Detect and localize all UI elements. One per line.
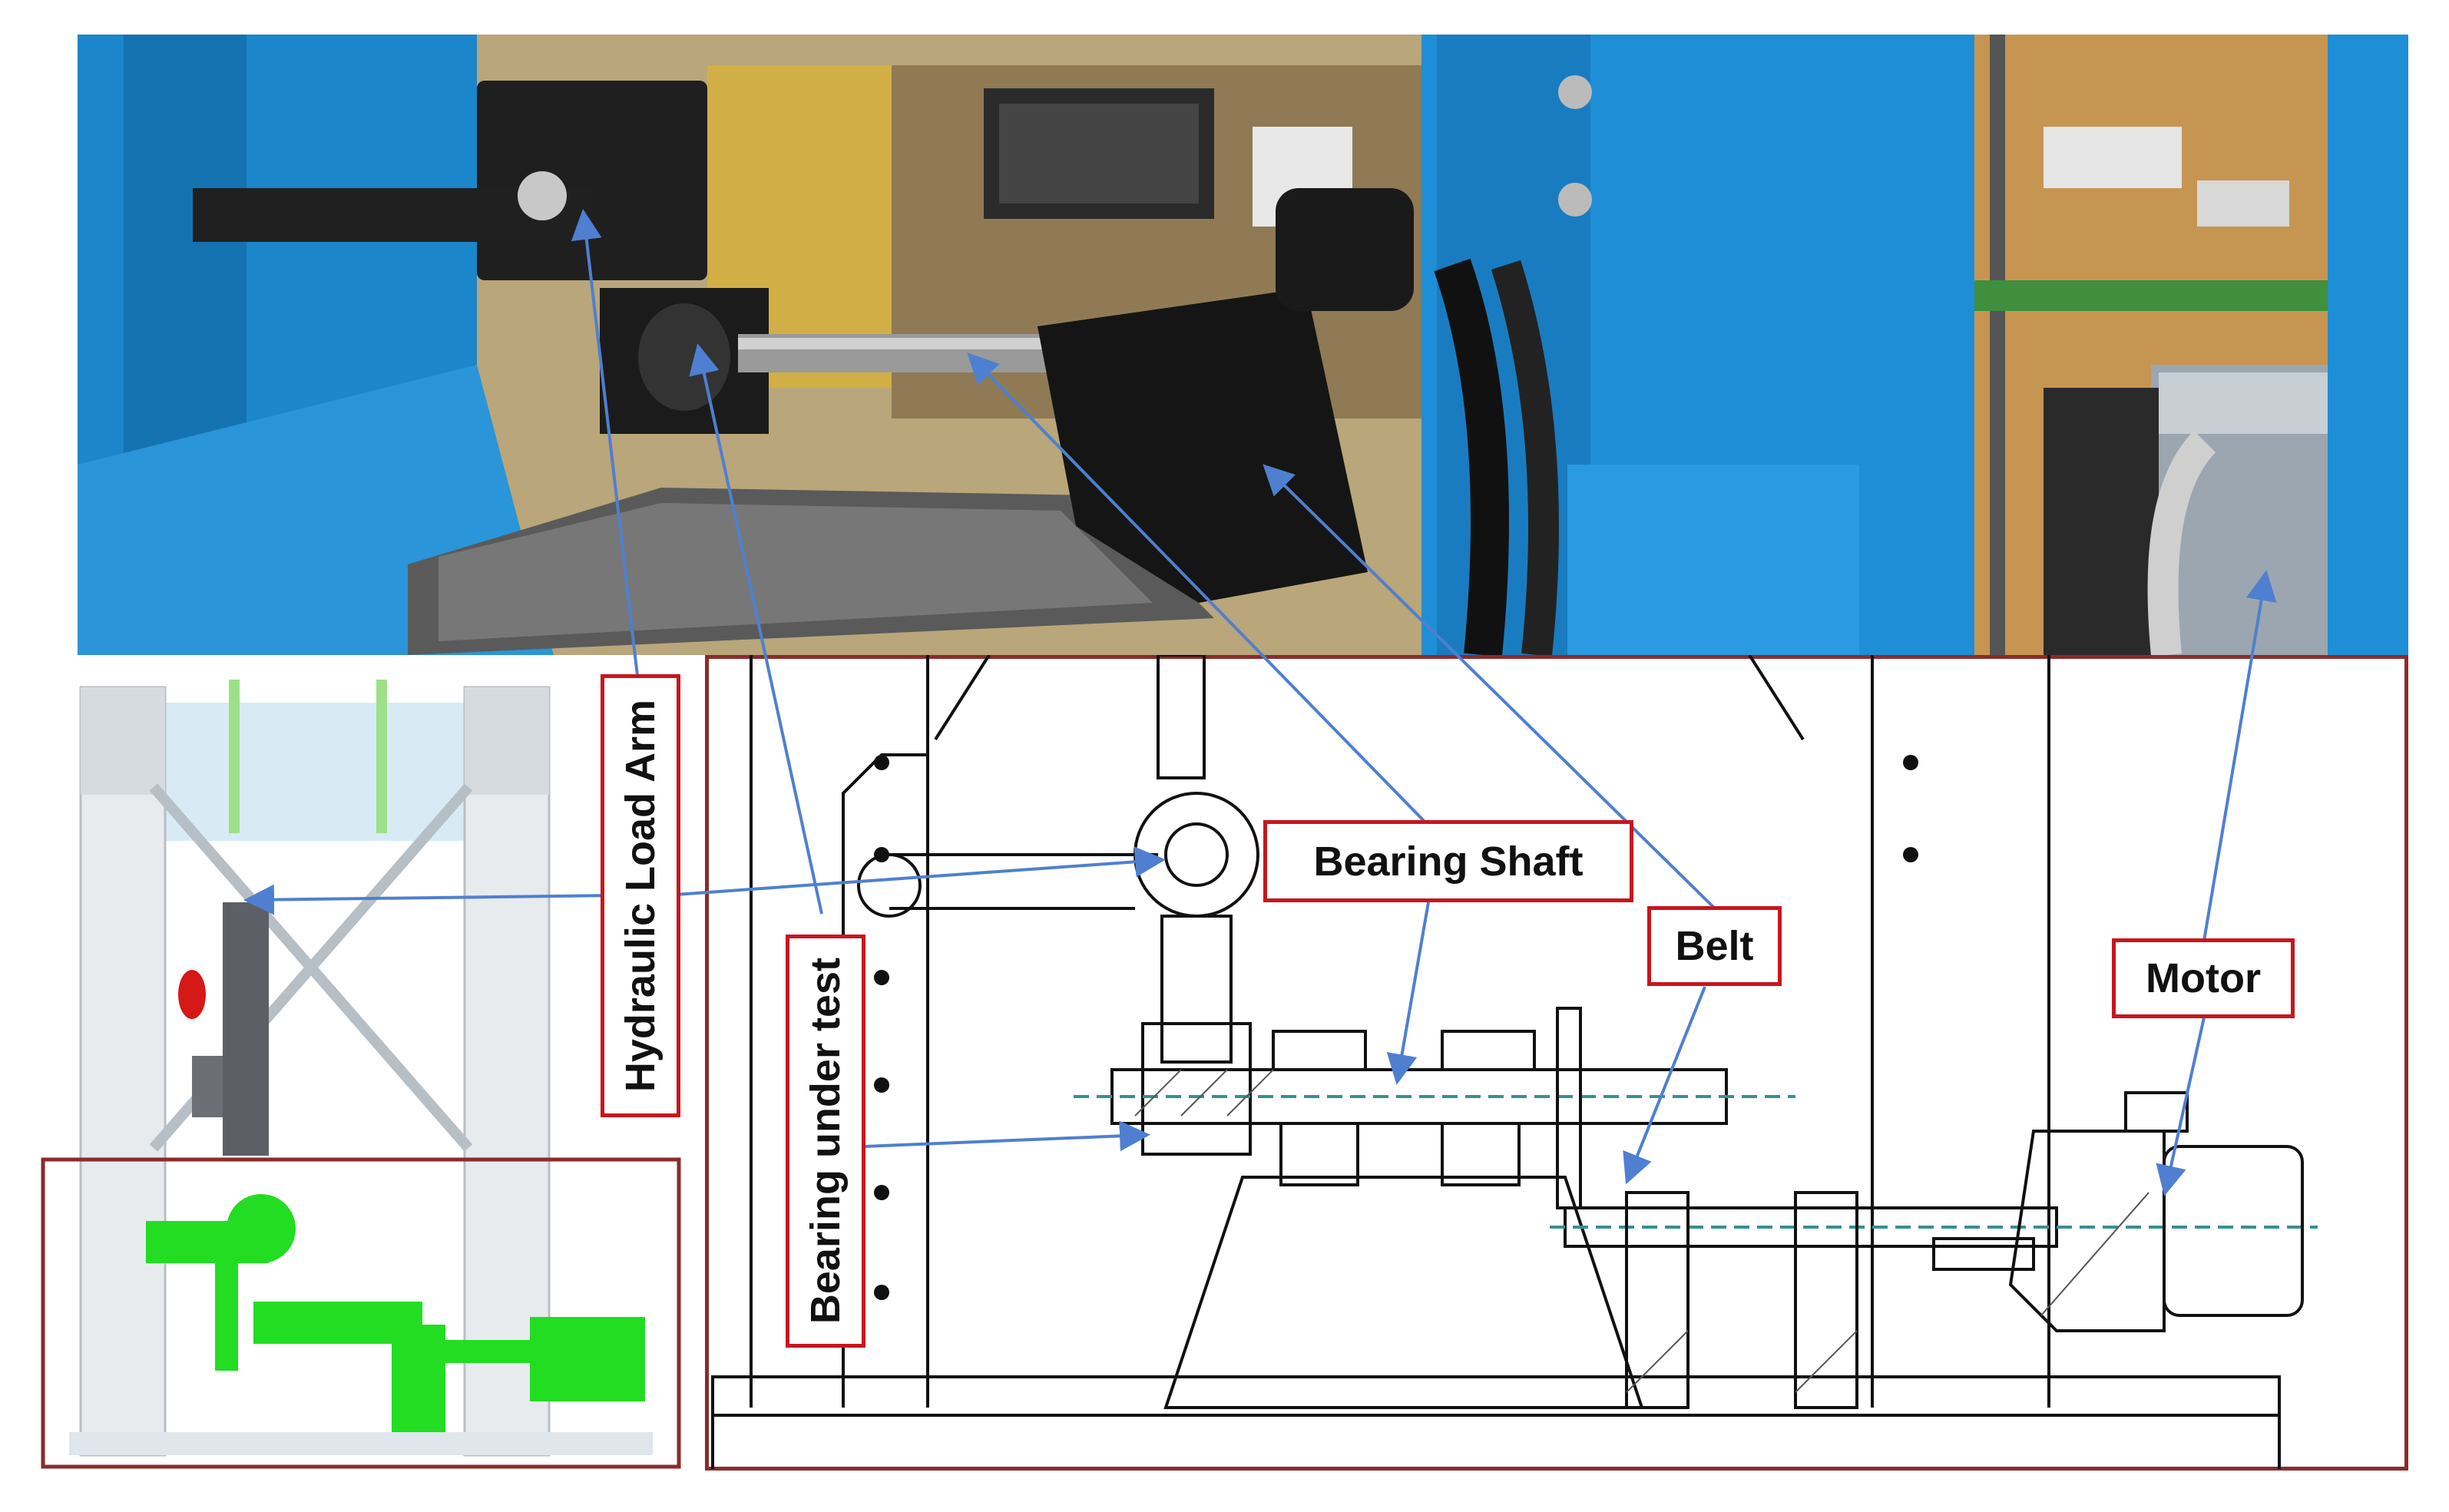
arrow-motor-to-photo [2202, 570, 2277, 941]
label-bearing-under-test: Bearing under test [786, 935, 865, 1348]
label-hydraulic-load-arm-text: Hydraulic Load Arm [617, 699, 664, 1093]
arrow-motor-to-drawing [2156, 1017, 2206, 1196]
label-motor: Motor [2112, 938, 2295, 1018]
arrow-bearing-test-to-photo [689, 343, 823, 915]
arrow-shaft-to-photo [967, 352, 1430, 827]
label-belt-text: Belt [1675, 923, 1754, 969]
label-hydraulic-load-arm: Hydraulic Load Arm [601, 674, 680, 1117]
label-bearing-shaft-text: Bearing Shaft [1313, 838, 1584, 885]
label-bearing-shaft: Bearing Shaft [1263, 820, 1633, 902]
arrow-bearing-test-to-drawing [863, 1120, 1150, 1152]
arrow-belt-to-drawing [1623, 986, 1706, 1185]
test-rig-photo [78, 35, 2408, 655]
technical-drawing [705, 655, 2408, 1471]
arrow-belt-to-photo [1263, 464, 1718, 912]
arrow-hydraulic-to-photo [571, 209, 639, 677]
label-bearing-under-test-text: Bearing under test [803, 958, 849, 1325]
arrow-hydraulic-to-drawing [675, 846, 1166, 896]
arrow-shaft-to-drawing [1386, 902, 1430, 1085]
label-motor-text: Motor [2146, 955, 2261, 1001]
cad-assembly-view [38, 657, 683, 1471]
label-belt: Belt [1647, 906, 1782, 986]
